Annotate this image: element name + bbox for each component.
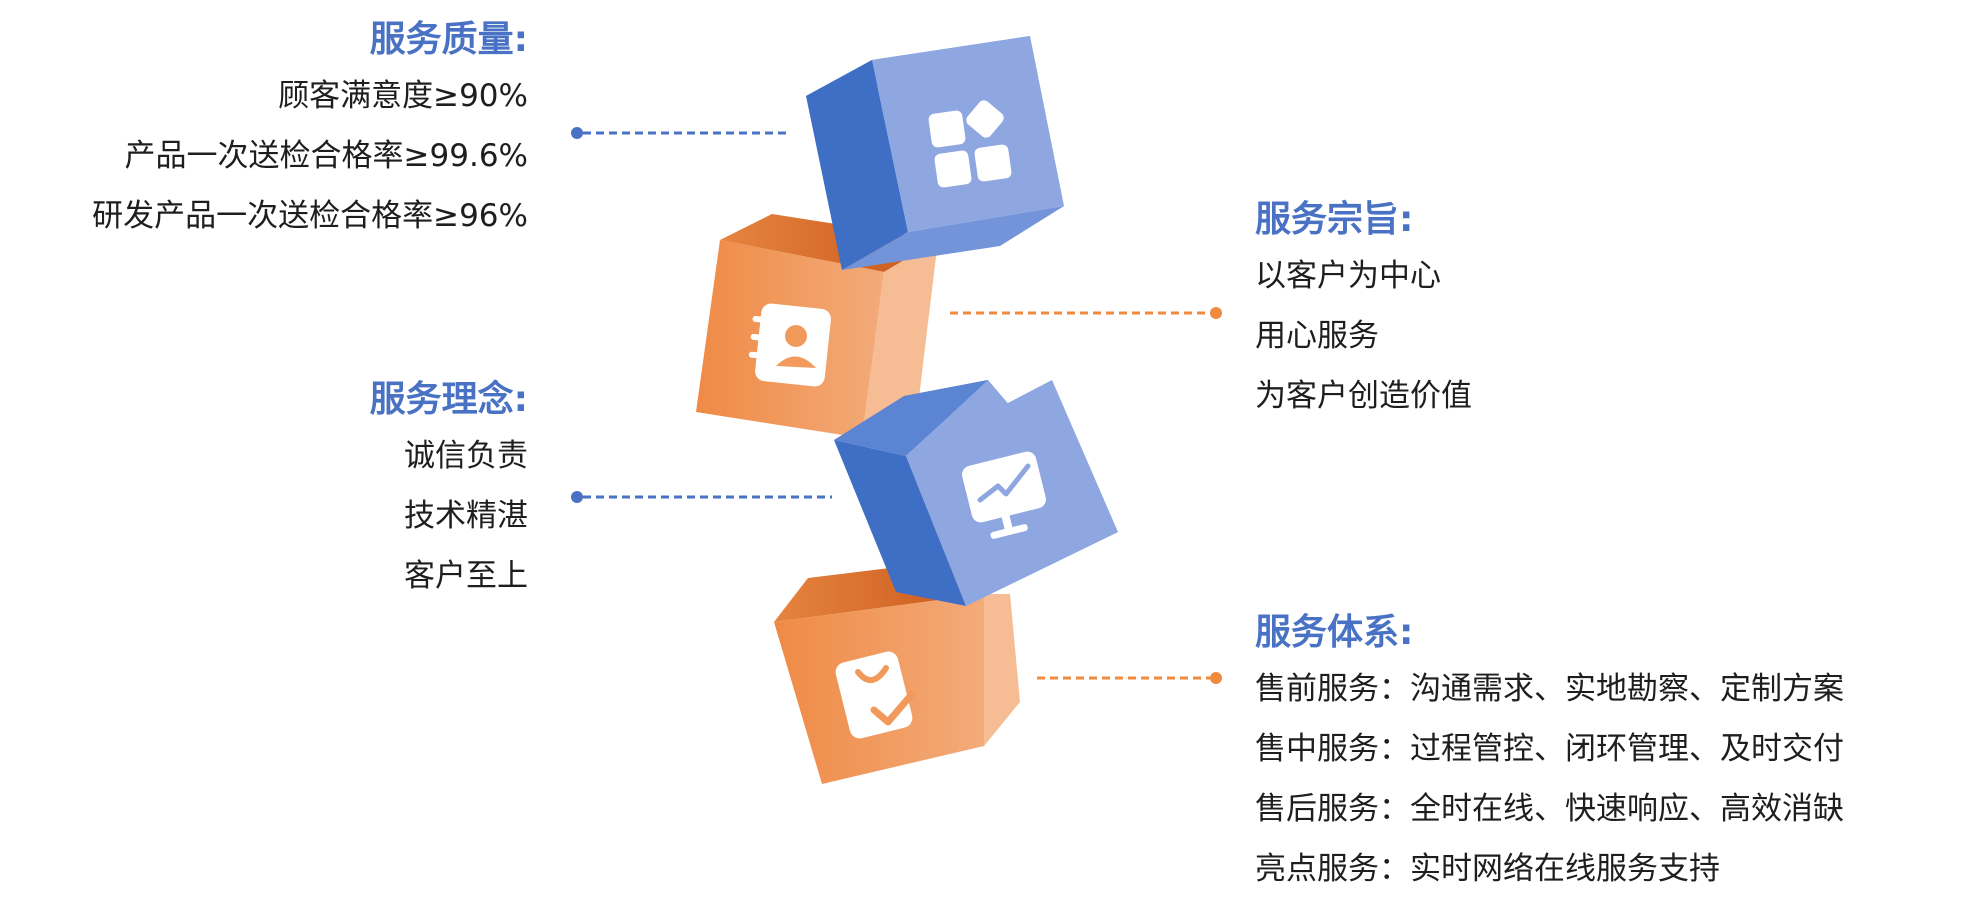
blue-cube-philosophy bbox=[834, 380, 1118, 606]
connector-quality bbox=[571, 127, 790, 139]
service-purpose-title: 服务宗旨: bbox=[1255, 199, 1414, 240]
service-purpose-item: 为客户创造价值 bbox=[1255, 378, 1472, 414]
service-philosophy-title: 服务理念: bbox=[369, 379, 528, 420]
service-purpose-item: 以客户为中心 bbox=[1255, 258, 1441, 294]
blocks-icon bbox=[928, 100, 1012, 188]
service-system-item: 售中服务：过程管控、闭环管理、及时交付 bbox=[1255, 731, 1844, 767]
service-system-item: 亮点服务：实时网络在线服务支持 bbox=[1255, 851, 1720, 887]
service-purpose-item: 用心服务 bbox=[1255, 318, 1379, 354]
service-philosophy-item: 客户至上 bbox=[404, 558, 528, 594]
service-philosophy-item: 技术精湛 bbox=[404, 498, 528, 534]
service-philosophy-block: 服务理念: 诚信负责 技术精湛 客户至上 bbox=[370, 378, 528, 606]
contact-book-icon bbox=[748, 303, 831, 387]
service-purpose-block: 服务宗旨: 以客户为中心 用心服务 为客户创造价值 bbox=[1255, 198, 1472, 426]
tag-check-icon bbox=[835, 651, 916, 739]
connector-philosophy bbox=[571, 491, 832, 503]
service-quality-item: 研发产品一次送检合格率≥96% bbox=[92, 198, 528, 234]
service-philosophy-item: 诚信负责 bbox=[404, 438, 528, 474]
service-system-block: 服务体系: 售前服务：沟通需求、实地勘察、定制方案 售中服务：过程管控、闭环管理… bbox=[1255, 611, 1844, 899]
blue-cube-quality bbox=[806, 36, 1064, 270]
orange-cube-system bbox=[774, 560, 1020, 784]
connector-system bbox=[1037, 672, 1222, 684]
service-quality-item: 产品一次送检合格率≥99.6% bbox=[124, 138, 528, 174]
service-system-item: 售前服务：沟通需求、实地勘察、定制方案 bbox=[1255, 671, 1844, 707]
service-system-item: 售后服务：全时在线、快速响应、高效消缺 bbox=[1255, 791, 1844, 827]
service-quality-block: 服务质量: 顾客满意度≥90% 产品一次送检合格率≥99.6% 研发产品一次送检… bbox=[92, 18, 528, 246]
service-quality-item: 顾客满意度≥90% bbox=[278, 78, 528, 114]
service-system-title: 服务体系: bbox=[1255, 612, 1414, 653]
service-quality-title: 服务质量: bbox=[369, 19, 528, 60]
monitor-chart-icon bbox=[962, 451, 1046, 539]
connector-purpose bbox=[950, 307, 1222, 319]
